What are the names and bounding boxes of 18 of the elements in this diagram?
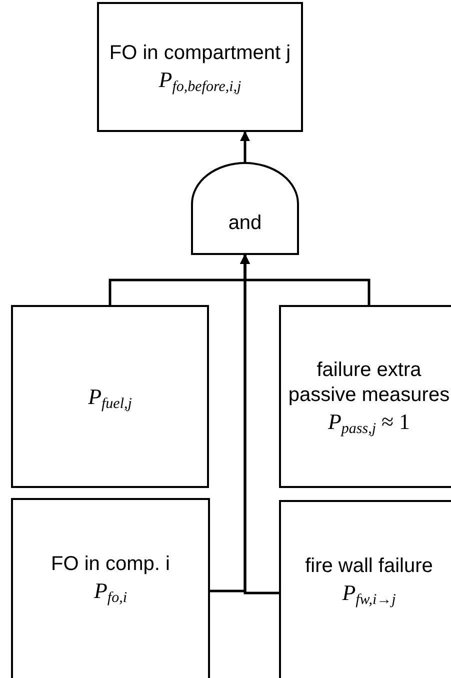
event-box (279, 500, 451, 678)
formula: P$_{fw,i→j}$ (342, 578, 396, 606)
arrow (240, 131, 250, 162)
event-box (279, 305, 451, 488)
node-text: failure extra passive measures (287, 358, 451, 408)
arrow (240, 254, 279, 594)
node-text: fire wall failure (305, 554, 433, 579)
node-text: FO in compartment j (109, 40, 291, 66)
event-box (97, 2, 303, 132)
formula: P$_{fo,i}$ (94, 576, 128, 604)
and-gate (191, 162, 299, 255)
formula: P$_{fuel,j}$ (88, 382, 132, 410)
formula: P$_{fo,before,i,j}$ (158, 66, 242, 94)
node-text: FO in comp. i (51, 552, 170, 577)
event-box (11, 305, 209, 488)
formula: P$_{pass,j}$ ≈ 1 (328, 408, 410, 436)
node-text: and (228, 211, 262, 236)
event-box (11, 498, 210, 678)
